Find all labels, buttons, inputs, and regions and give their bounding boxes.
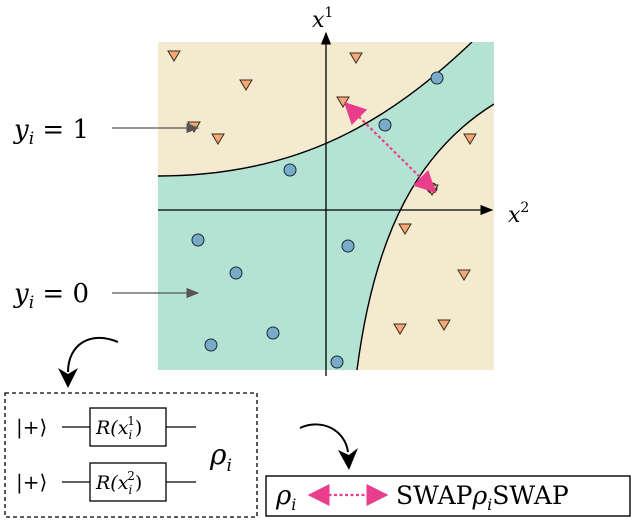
label-class-1: yi = 1 (13, 115, 89, 149)
curved-arrow-to-swap (299, 423, 358, 470)
y-axis-label: x1 (312, 5, 333, 33)
gate-R2 (89, 462, 167, 502)
circle-marker (341, 239, 355, 253)
circle-marker (204, 338, 218, 352)
gate-R2-label: R(xi2) (95, 469, 142, 497)
label-class-0: yi = 0 (13, 279, 89, 313)
swap-arrow-plot (343, 101, 437, 194)
circuit-rho: ρi (209, 438, 232, 476)
gate-R1 (89, 407, 167, 447)
circle-marker (378, 118, 392, 132)
triangle-marker (239, 79, 253, 91)
triangle-marker (393, 323, 407, 335)
circle-marker (229, 266, 243, 280)
triangle-marker (463, 133, 477, 145)
triangle-marker (167, 50, 181, 62)
circle-marker (266, 326, 280, 340)
swap-expression: SWAPρiSWAP (396, 481, 569, 514)
x-axis-label: x2 (508, 200, 529, 228)
swap-rho: ρi (275, 481, 296, 514)
ket-plus-2: |+⟩ (16, 470, 47, 495)
triangle-marker (457, 269, 471, 281)
circle-marker (283, 163, 297, 177)
circle-marker (191, 233, 205, 247)
circle-marker (330, 355, 344, 369)
curved-arrow-to-circuit (58, 336, 119, 388)
triangle-marker (349, 52, 363, 64)
decision-boundary-lower (356, 103, 494, 370)
circuit-box (4, 392, 258, 518)
triangle-marker (211, 133, 225, 145)
triangle-marker (398, 223, 412, 235)
ket-plus-1: |+⟩ (16, 415, 47, 440)
circle-marker (430, 71, 444, 85)
triangle-marker (437, 319, 451, 331)
gate-R1-label: R(xi1) (95, 414, 142, 442)
